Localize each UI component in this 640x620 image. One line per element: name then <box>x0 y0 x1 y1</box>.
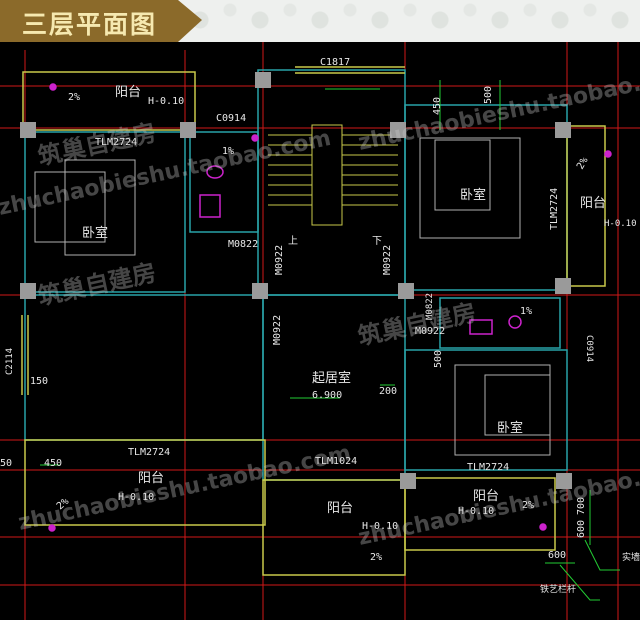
label-balcony: 阳台 <box>580 196 606 211</box>
label-slope: 2% <box>370 552 382 563</box>
label-door: M0822 <box>228 239 258 250</box>
watermark-url: zhuchaobieshu.taobao.com <box>356 61 640 156</box>
label-elevation: H-0.10 <box>458 506 494 517</box>
label-dimension: 500 <box>483 86 494 104</box>
label-door: M0922 <box>274 245 285 275</box>
label-window: C2114 <box>5 348 15 375</box>
label-door: M0922 <box>382 245 393 275</box>
label-dimension: 700 <box>576 497 587 515</box>
label-slope: 2% <box>68 92 80 103</box>
label-dimension: 500 <box>433 350 444 368</box>
watermark-text: 筑巢自建房 <box>35 119 158 171</box>
label-elevation: H-0.10 <box>604 219 637 229</box>
title-box <box>0 0 202 42</box>
label-dimension: 450 <box>432 97 443 115</box>
label-slope: 1% <box>222 146 234 157</box>
label-dimension: 150 <box>30 376 48 387</box>
header-banner: 三层平面图 <box>0 0 640 42</box>
label-stair-down: 下 <box>372 236 382 247</box>
label-balcony: 阳台 <box>473 489 499 504</box>
dimension-lines <box>40 80 591 564</box>
label-window: C0914 <box>216 113 246 124</box>
staircase <box>268 124 398 226</box>
label-door: M0922 <box>272 315 283 345</box>
label-elevation: 6.900 <box>312 390 342 401</box>
label-balcony: 阳台 <box>327 501 353 516</box>
label-door: TLM2724 <box>128 447 170 458</box>
label-dimension: 450 <box>44 458 62 469</box>
label-door: M0922 <box>415 326 445 337</box>
label-dimension: 200 <box>379 386 397 397</box>
page-title: 三层平面图 <box>22 10 158 39</box>
columns <box>20 72 572 489</box>
label-bedroom: 卧室 <box>460 187 486 203</box>
label-door: TLM2724 <box>549 188 560 230</box>
label-bedroom: 卧室 <box>82 225 108 241</box>
label-elevation: H-0.10 <box>362 521 398 532</box>
leader-lines <box>559 539 620 601</box>
label-living-room: 起居室 <box>312 370 351 386</box>
furniture <box>34 137 551 456</box>
label-bedroom: 卧室 <box>497 420 523 436</box>
balconies <box>21 66 606 576</box>
label-slope: 2% <box>575 156 591 172</box>
label-slope: 1% <box>520 306 532 317</box>
label-dimension: 600 <box>548 550 566 561</box>
walls <box>24 69 568 481</box>
label-dimension: 600 <box>576 520 587 538</box>
label-window: C0914 <box>584 335 594 362</box>
label-balcony: 阳台 <box>115 85 141 100</box>
label-solid-wall: 实墙 <box>622 551 640 563</box>
floor-plan: C1817 阳台 H-0.10 2% TLM2724 C0914 1% 卧室 M… <box>0 42 640 620</box>
label-elevation: H-0.10 <box>148 96 184 107</box>
label-door: TLM2724 <box>467 462 509 473</box>
bathroom-fixtures <box>48 83 612 532</box>
label-dimension: 50 <box>0 458 12 469</box>
label-slope: 2% <box>522 500 534 511</box>
label-window-c1817: C1817 <box>320 57 350 68</box>
watermark-text: 筑巢自建房 <box>35 259 158 311</box>
label-elevation: H-0.10 <box>118 492 154 503</box>
label-iron-railing: 铁艺栏杆 <box>540 583 576 595</box>
label-stair-up: 上 <box>288 235 298 247</box>
watermark-text: 筑巢自建房 <box>355 299 478 351</box>
label-balcony: 阳台 <box>138 471 164 486</box>
label-door: M0822 <box>425 293 435 320</box>
label-door: TLM2724 <box>95 137 137 148</box>
label-door: TLM1024 <box>315 456 357 467</box>
